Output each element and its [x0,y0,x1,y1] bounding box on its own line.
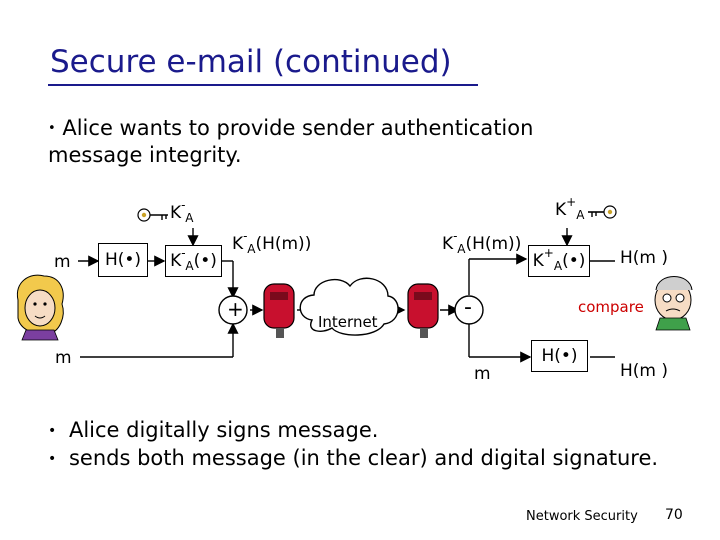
intro-text-1: Alice wants to provide sender authentica… [62,116,534,140]
plus-sign-label: + [227,297,244,321]
verify-key-label: K+A(•) [532,246,586,273]
mailbox-left-icon [263,283,295,338]
title-underline [48,84,478,86]
bullet-text: sends both message (in the clear) and di… [68,446,659,470]
mailbox-right-icon [407,283,439,338]
compare-label: compare [578,298,644,316]
minus-operator-icon [454,295,484,325]
page-number: 70 [665,507,683,523]
bullet-item: • sends both message (in the clear) and … [48,446,658,470]
intro-line-2: message integrity. [48,143,242,167]
public-key-label: K+A [555,195,585,222]
bullet-marker: • [48,451,57,467]
message-label-left: m [54,252,71,272]
signed-hash-label-left: K-A(H(m)) [232,229,312,256]
internet-cloud-icon [299,277,399,336]
alice-face-icon [16,274,64,341]
hash-function-right-label: H(•) [541,346,578,366]
intro-line-1: • Alice wants to provide sender authenti… [48,116,533,140]
hash-function-box-right: H(•) [531,340,588,372]
hash-output-bottom-label: H(m ) [620,361,669,381]
minus-sign-label: - [464,295,472,320]
private-key-sign-box: K-A(•) [165,245,222,277]
flow-arrows [78,228,615,363]
message-label-bottom-right: m [474,364,491,384]
plus-operator-icon [218,295,248,325]
public-key-verify-box: K+A(•) [528,245,590,277]
public-key-icon [588,205,617,219]
sign-key-label: K-A(•) [170,246,217,273]
bob-face-icon [654,276,693,331]
private-key-label: K-A [170,198,194,225]
bullet-marker: • [48,121,56,136]
signed-hash-label-right: K-A(H(m)) [442,229,522,256]
hash-output-top-label: H(m ) [620,248,669,268]
slide-title: Secure e-mail (continued) [50,44,452,80]
internet-label: Internet [318,313,378,331]
hash-function-box: H(•) [98,243,148,277]
private-key-icon [137,208,168,222]
hash-function-label: H(•) [104,250,142,270]
message-label-bottom-left: m [55,348,72,368]
footer-label: Network Security [526,509,638,524]
bullet-text: Alice digitally signs message. [68,418,379,442]
bullet-item: • Alice digitally signs message. [48,418,378,442]
bullet-marker: • [48,423,57,439]
